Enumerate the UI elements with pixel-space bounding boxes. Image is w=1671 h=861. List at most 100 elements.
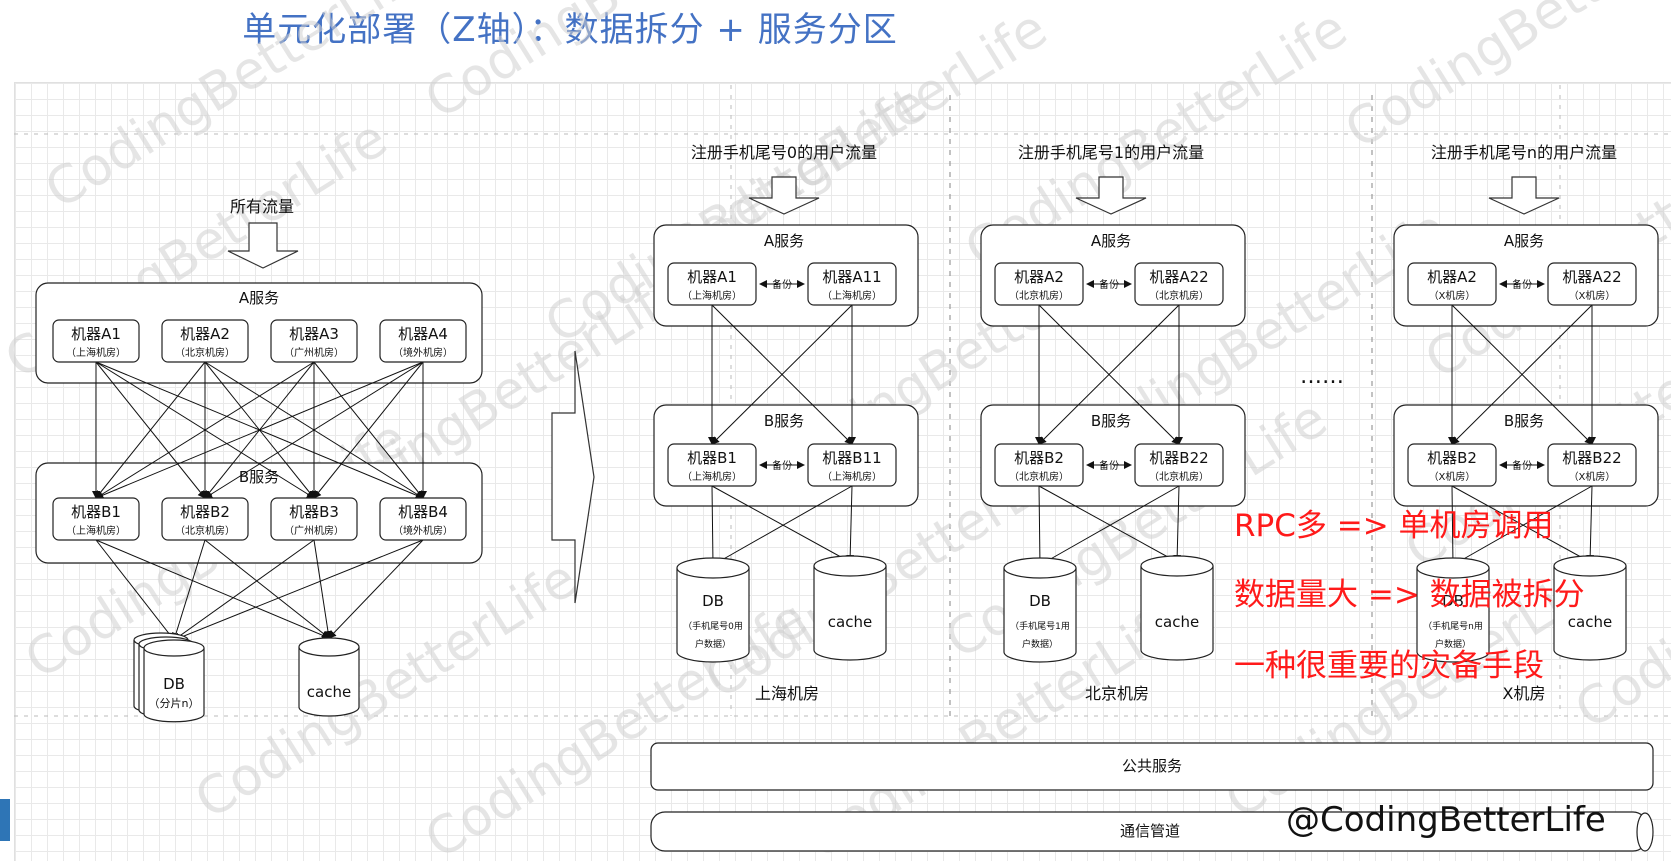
unit-traffic-label: 注册手机尾号n的用户流量 bbox=[1431, 143, 1617, 162]
left-b-to-db-line bbox=[173, 539, 424, 642]
unit-machine-b1 bbox=[1407, 443, 1497, 487]
unit-machine-b2 bbox=[807, 443, 897, 487]
unit-db-sub-label: 户数据） bbox=[1435, 638, 1471, 650]
note-disaster-recovery: 一种很重要的灾备手段 bbox=[1234, 648, 1544, 684]
unit-machine-b1-room: （上海机房） bbox=[682, 470, 742, 483]
unit-0: 注册手机尾号0的用户流量A服务B服务机器A1（上海机房）机器A11（上海机房）机… bbox=[653, 143, 919, 703]
unit-db-sub-label: （手机尾号1用 bbox=[1010, 620, 1070, 632]
unit-cache-label: cache bbox=[828, 613, 872, 631]
unit-machine-a1 bbox=[994, 262, 1084, 306]
left-machine-a2 bbox=[161, 319, 249, 363]
unit-cache-icon bbox=[1140, 555, 1214, 661]
unit-db-label: DB bbox=[1029, 592, 1051, 610]
partition-lines bbox=[14, 85, 1671, 717]
left-machine-a4-name: 机器A4 bbox=[398, 325, 448, 343]
unit-machine-a1-room: （北京机房） bbox=[1009, 289, 1069, 302]
unit-traffic-label: 注册手机尾号1的用户流量 bbox=[1018, 143, 1204, 162]
watermark-text: CodingBetterLife bbox=[35, 0, 437, 221]
backup-label: 备份 bbox=[1099, 278, 1119, 291]
unit-b-service-label: B服务 bbox=[1504, 412, 1544, 430]
left-machine-a1-room: （上海机房） bbox=[66, 346, 126, 359]
unit-machine-a2 bbox=[1134, 262, 1224, 306]
unit-b-to-cache-line bbox=[1586, 485, 1595, 563]
traffic-arrow-icon bbox=[227, 222, 299, 269]
page-title: 单元化部署（Z轴）：数据拆分 + 服务分区 bbox=[242, 10, 898, 50]
unit-machine-a2 bbox=[1547, 262, 1637, 306]
left-machine-b1 bbox=[52, 497, 140, 541]
unit-machine-a2 bbox=[807, 262, 897, 306]
left-machine-b4-room: （境外机房） bbox=[393, 524, 453, 537]
left-b-to-cache-line bbox=[328, 539, 424, 639]
unit-a-to-b-line bbox=[1451, 304, 1593, 445]
comm-pipe-end bbox=[1636, 812, 1654, 852]
unit-machine-b1-name: 机器B2 bbox=[1014, 449, 1064, 467]
unit-b-to-db-line bbox=[1448, 485, 1457, 566]
unit-b-to-cache-line bbox=[1173, 485, 1182, 563]
unit-db-sub-label: （手机尾号n用 bbox=[1423, 620, 1483, 632]
backup-label: 备份 bbox=[772, 278, 792, 291]
left-connection-lines bbox=[92, 361, 427, 642]
unit-machine-b2-room: （上海机房） bbox=[822, 470, 882, 483]
unit-a-to-b-line bbox=[1038, 304, 1180, 445]
unit-machine-b1-room: （北京机房） bbox=[1009, 470, 1069, 483]
unit-b-to-cache-line bbox=[711, 485, 851, 563]
left-b-to-db-line bbox=[173, 539, 315, 641]
left-db-sub-label: （分片n） bbox=[149, 697, 200, 710]
unit-machine-a2-room: （北京机房） bbox=[1149, 289, 1209, 302]
unit-machine-a2-room: （上海机房） bbox=[822, 289, 882, 302]
left-machine-b3 bbox=[270, 497, 358, 541]
unit-machine-b2-name: 机器B22 bbox=[1149, 449, 1208, 467]
unit-b-to-cache-line bbox=[1038, 485, 1178, 563]
transition-arrow-icon bbox=[551, 350, 595, 604]
left-machine-b1-name: 机器B1 bbox=[71, 503, 121, 521]
left-a-service-label: A服务 bbox=[239, 289, 279, 307]
unit-machine-a2-name: 机器A22 bbox=[1149, 268, 1208, 286]
unit-cache-label: cache bbox=[1568, 613, 1612, 631]
unit-machine-b1-room: （X机房） bbox=[1429, 470, 1476, 483]
left-machine-b3-room: （广州机房） bbox=[284, 524, 344, 537]
left-cache-icon bbox=[298, 637, 360, 717]
left-a-to-b-line bbox=[95, 361, 424, 500]
left-cache-label: cache bbox=[307, 683, 351, 701]
left-machine-a3 bbox=[270, 319, 358, 363]
unit-machine-a2-room: （X机房） bbox=[1569, 289, 1616, 302]
backup-label: 备份 bbox=[1512, 278, 1532, 291]
left-b-to-cache-line bbox=[95, 539, 330, 639]
unit-machine-a1 bbox=[1407, 262, 1497, 306]
left-machine-b1-room: （上海机房） bbox=[66, 524, 126, 537]
unit-2: 注册手机尾号n的用户流量A服务B服务机器A2（X机房）机器A22（X机房）机器B… bbox=[1393, 143, 1659, 703]
left-b-to-cache-line bbox=[313, 539, 332, 639]
unit-room-label: 上海机房 bbox=[755, 684, 819, 703]
unit-machine-b2-room: （北京机房） bbox=[1149, 470, 1209, 483]
unit-machine-b2 bbox=[1134, 443, 1224, 487]
unit-a-to-b-line bbox=[711, 304, 853, 445]
unit-db-sub-label: （手机尾号0用 bbox=[683, 620, 743, 632]
left-machine-a4 bbox=[379, 319, 467, 363]
unit-b-to-db-line bbox=[712, 485, 853, 566]
unit-machine-b2 bbox=[1547, 443, 1637, 487]
unit-machine-a2-name: 机器A22 bbox=[1562, 268, 1621, 286]
unit-a-service-label: A服务 bbox=[764, 232, 804, 250]
ellipsis-label: …… bbox=[1300, 364, 1344, 389]
unit-traffic-arrow-icon bbox=[748, 176, 820, 215]
public-service-label: 公共服务 bbox=[1122, 757, 1182, 775]
unit-b-to-cache-line bbox=[846, 485, 855, 563]
left-b-service-box bbox=[35, 462, 483, 564]
side-accent-bar bbox=[0, 799, 10, 841]
left-machine-b2 bbox=[161, 497, 249, 541]
left-a-service-box bbox=[35, 282, 483, 384]
left-section: 所有流量 A服务 B服务 机器A1（上海机房）机器A2（北京机房）机器A3（广州… bbox=[35, 197, 483, 723]
unit-machine-b1-name: 机器B1 bbox=[687, 449, 737, 467]
watermark-text: CodingBetterLife bbox=[415, 0, 817, 131]
unit-a-service-label: A服务 bbox=[1091, 232, 1131, 250]
unit-machine-a1-room: （X机房） bbox=[1429, 289, 1476, 302]
left-machine-a1 bbox=[52, 319, 140, 363]
left-a-to-b-line bbox=[95, 361, 206, 499]
backup-label: 备份 bbox=[1099, 459, 1119, 472]
left-a-to-b-line bbox=[95, 361, 315, 499]
left-machine-a3-room: （广州机房） bbox=[284, 346, 344, 359]
unit-cache-icon bbox=[1553, 555, 1627, 661]
unit-b-to-cache-line bbox=[1451, 485, 1591, 563]
left-b-service-label: B服务 bbox=[239, 468, 279, 486]
